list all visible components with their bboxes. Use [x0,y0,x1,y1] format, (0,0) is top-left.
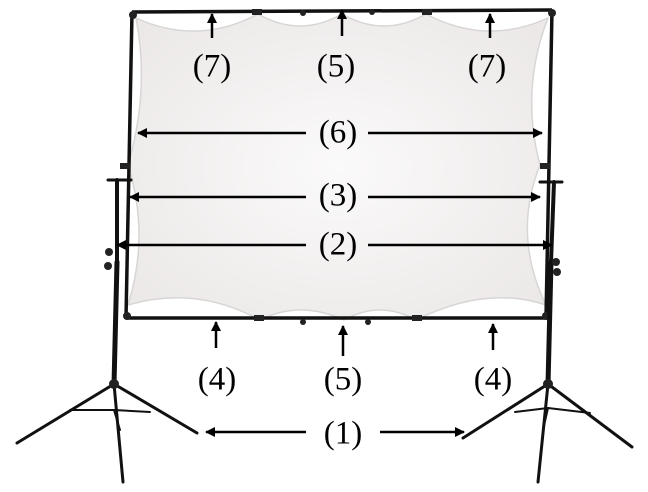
callout-frame-width: (6) [318,114,358,151]
callout-stand-span: (2) [318,226,358,263]
callout-bottom-center: (5) [323,361,363,398]
right-tripod-stand [461,180,634,484]
callout-top-left: (7) [192,48,232,85]
callout-base-spread: (1) [323,415,363,452]
callout-top-center: (5) [316,48,356,85]
left-stand-knobs [104,248,119,389]
callout-bottom-right: (4) [473,361,513,398]
callout-screen-width: (3) [318,177,358,214]
right-stand-knobs [543,258,561,389]
callout-top-right: (7) [467,48,507,85]
callout-arrows [116,9,553,437]
callout-bottom-left: (4) [197,361,237,398]
